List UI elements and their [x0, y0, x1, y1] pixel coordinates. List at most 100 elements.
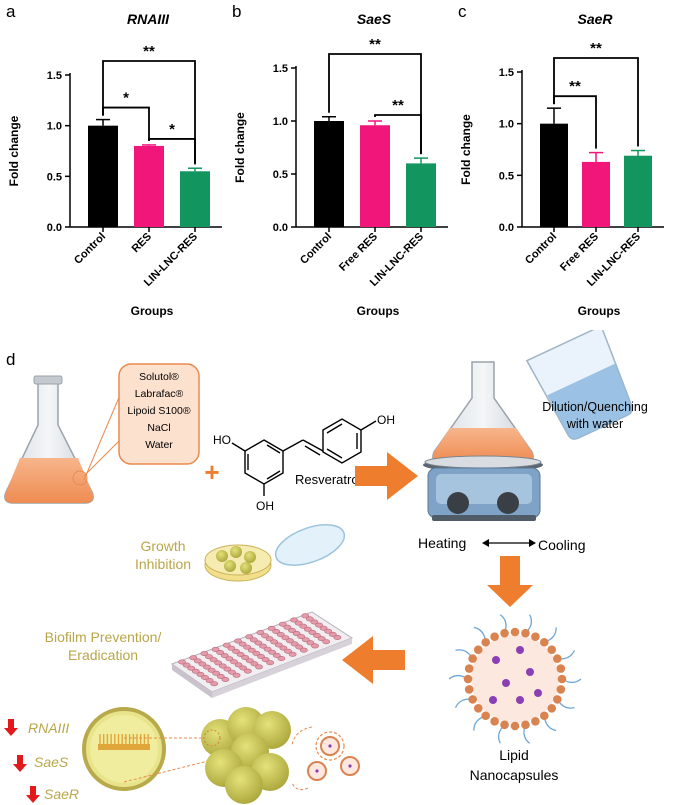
lipid-bead	[540, 711, 549, 721]
well	[221, 676, 230, 682]
well	[207, 667, 216, 673]
lipid-bead	[510, 627, 520, 637]
lipid-bead	[531, 632, 540, 641]
well	[250, 661, 259, 667]
well	[212, 670, 221, 676]
chart-title: SaeS	[357, 11, 392, 27]
bar	[360, 125, 390, 227]
well	[232, 648, 240, 654]
growth-inhibition-label: Inhibition	[135, 556, 191, 572]
biofilm-label: Eradication	[68, 647, 138, 663]
lipid-bead	[490, 632, 499, 641]
well	[245, 634, 254, 640]
well	[286, 638, 294, 644]
well	[288, 627, 296, 633]
lipid-bead	[510, 721, 520, 731]
well	[281, 635, 290, 641]
y-axis-label: Fold change	[7, 115, 21, 186]
bar	[406, 163, 436, 227]
lipid-bead	[468, 695, 477, 704]
lipid-bead	[547, 645, 557, 654]
oh-label: HO	[213, 433, 231, 447]
dilution-label: with water	[566, 417, 623, 431]
well	[267, 625, 276, 631]
well	[333, 634, 342, 640]
significance-bracket	[328, 53, 422, 155]
y-tick-label: 0.0	[273, 222, 288, 234]
well	[214, 660, 223, 666]
well	[182, 662, 191, 668]
panel-label-b: b	[232, 2, 242, 21]
well	[306, 640, 315, 646]
lipid-bead	[468, 654, 477, 663]
lipid-bead	[557, 674, 567, 684]
well	[295, 644, 304, 650]
bar	[314, 121, 344, 227]
well	[227, 645, 236, 651]
flask-icon	[4, 375, 94, 504]
well	[255, 664, 263, 670]
well-plate-icon	[170, 611, 354, 698]
well	[292, 630, 301, 636]
schematic-diagram: Solutol® Labrafac® Lipoid S100® NaCl Wat…	[4, 330, 648, 804]
x-axis-label: Groups	[578, 304, 621, 318]
oh-label: OH	[256, 499, 274, 513]
well	[279, 645, 288, 651]
y-tick-label: 0.0	[47, 222, 62, 234]
well	[178, 659, 186, 665]
significance-label: **	[569, 78, 581, 95]
well	[225, 656, 234, 662]
gene-label: RNAIII	[28, 720, 69, 736]
lipid-bead	[500, 628, 509, 638]
well	[322, 639, 331, 645]
lipid-bead	[553, 654, 562, 663]
well	[228, 669, 236, 675]
well	[209, 657, 218, 663]
significance-bracket	[553, 57, 639, 147]
well	[315, 622, 323, 628]
well	[238, 641, 247, 647]
well	[303, 626, 312, 632]
hot-plate-icon	[423, 361, 543, 521]
bar	[540, 123, 568, 227]
chart-title: RNAIII	[127, 11, 170, 27]
lipid-bead	[500, 720, 509, 730]
well	[283, 624, 292, 630]
ingredient-label: Lipoid S100®	[127, 405, 190, 417]
panel-label-a: a	[6, 2, 16, 21]
panel-label-c: c	[458, 2, 467, 21]
x-axis-label: Groups	[357, 304, 400, 318]
y-tick-label: 0.5	[273, 169, 288, 181]
well	[277, 655, 286, 661]
ingredient-label: Labrafac®	[135, 388, 184, 400]
growth-inhibition-label: Growth	[140, 538, 185, 554]
y-axis-label: Fold change	[459, 114, 473, 185]
well	[310, 619, 319, 625]
lipid-bead	[547, 704, 557, 713]
ingredient-label: Solutol®	[139, 371, 179, 383]
well	[272, 628, 281, 634]
well	[259, 643, 267, 649]
well	[234, 638, 242, 644]
well	[243, 644, 252, 650]
well	[256, 630, 265, 636]
x-tick-label: Free RES	[337, 231, 380, 274]
well	[223, 666, 232, 672]
bar	[88, 125, 118, 227]
well	[272, 652, 281, 658]
well	[290, 641, 299, 647]
oh-label: OH	[377, 413, 395, 427]
well	[241, 655, 250, 661]
lipid-bead	[553, 695, 562, 704]
lipid-bead	[556, 685, 566, 694]
ingredient-label: Water	[145, 439, 173, 451]
well	[218, 663, 227, 669]
well	[276, 632, 285, 638]
bar	[582, 161, 610, 227]
plus-sign: +	[204, 457, 219, 487]
lipid-bead	[463, 674, 473, 684]
lipid-bead	[473, 645, 483, 654]
significance-label: *	[169, 121, 175, 138]
